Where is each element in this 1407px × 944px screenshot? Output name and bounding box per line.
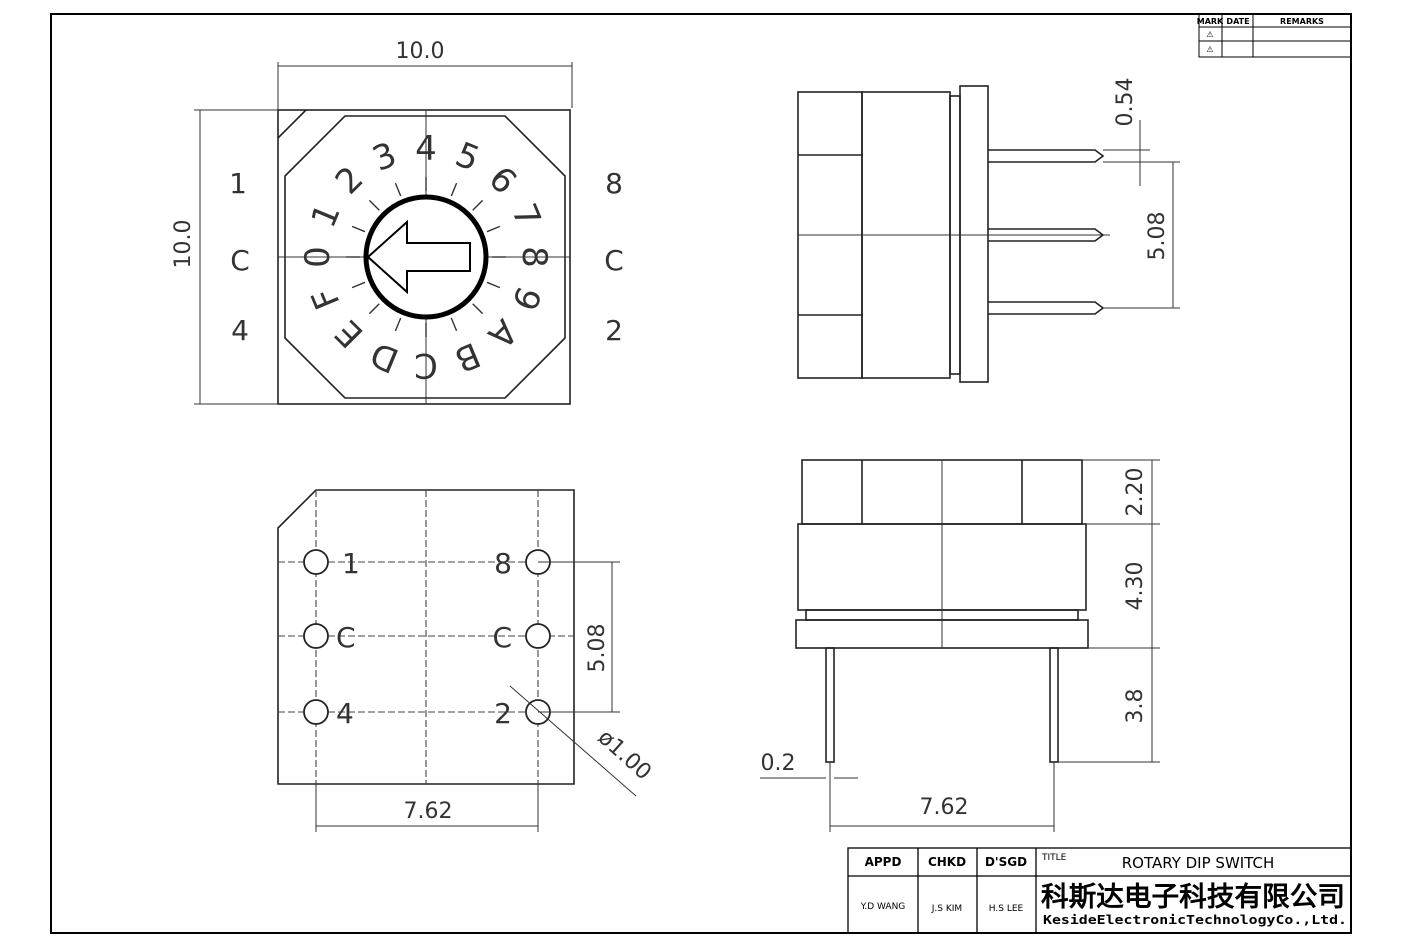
top-left-pin-4: 4 [231, 314, 249, 347]
bottom-pitch-vertical-dim: 5.08 [585, 624, 610, 673]
title-block-title-label: TITLE [1041, 853, 1067, 863]
dial-label-9: 9 [503, 281, 548, 316]
title-block-chkd-label: CHKD [928, 855, 966, 869]
dial-tick [486, 225, 501, 233]
dial-label-f: F [304, 282, 348, 315]
top-width-dim: 10.0 [396, 39, 445, 64]
dial-label-e: E [328, 312, 371, 355]
front-pin-width-dim: 0.2 [761, 751, 796, 776]
rev-header-date: DATE [1226, 17, 1249, 26]
dial-label-4: 4 [415, 129, 437, 169]
title-block-dsgd-label: D'SGD [985, 855, 1027, 869]
top-height-dim: 10.0 [171, 220, 196, 269]
rev-mark-1-icon: ⚠ [1206, 30, 1213, 39]
bottom-left-pin-4: 4 [336, 697, 354, 730]
front-knob-height-dim: 2.20 [1123, 468, 1148, 517]
dial-label-2: 2 [328, 159, 372, 203]
dial-label-6: 6 [481, 159, 525, 203]
dial-tick [394, 182, 402, 197]
dial-tick [450, 317, 458, 332]
bottom-right-pin-2: 2 [494, 697, 512, 730]
rev-header-mark: MARK [1197, 17, 1224, 26]
title-block-appd-label: APPD [865, 855, 902, 869]
dial-label-7: 7 [503, 198, 548, 233]
top-right-pin-2: 2 [605, 314, 623, 347]
bottom-right-pin-c: C [492, 621, 512, 654]
side-pin-pitch-dim: 5.08 [1145, 212, 1170, 261]
dial-tick [472, 303, 484, 315]
dial-label-0: 0 [298, 246, 338, 268]
dial-label-a: A [480, 311, 525, 356]
company-name-en: KesideElectronicTechnologyCo.,Ltd. [1043, 912, 1347, 927]
dial-label-d: D [365, 333, 405, 380]
bottom-left-pin-c: C [336, 621, 356, 654]
dial-tick [351, 225, 366, 233]
side-pin-thickness-dim: 0.54 [1113, 78, 1138, 127]
dial-tick [486, 281, 501, 289]
bottom-hole-diameter-dim: ø1.00 [593, 725, 656, 785]
front-view: 2.20 4.30 3.8 0.2 7.62 [760, 459, 1160, 832]
title-block-chkd-name: J.S KIM [931, 904, 962, 914]
dial-label-5: 5 [450, 135, 485, 180]
title-block-appd-name: Y.D WANG [860, 902, 906, 912]
dial-tick [368, 303, 380, 315]
top-right-pin-c: C [604, 244, 624, 277]
knob-ring [363, 194, 489, 320]
drawing-border [50, 13, 1352, 934]
arrow-icon [366, 219, 471, 295]
dial-label-3: 3 [367, 135, 402, 180]
dial-label-8: 8 [514, 246, 554, 268]
side-view: 0.54 5.08 [797, 78, 1180, 383]
dial-tick [368, 199, 380, 211]
bottom-pitch-horizontal-dim: 7.62 [404, 799, 453, 824]
top-right-pin-8: 8 [605, 167, 623, 200]
rev-mark-2-icon: ⚠ [1206, 45, 1213, 54]
front-body-height-dim: 4.30 [1123, 562, 1148, 611]
dial-label-c: C [414, 345, 438, 385]
title-block-dsgd-name: H.S LEE [989, 904, 1024, 914]
dial-tick [472, 199, 484, 211]
front-pin-length-dim: 3.8 [1123, 689, 1148, 724]
top-left-pin-1: 1 [229, 167, 247, 200]
dial-tick [351, 281, 366, 289]
title-block [847, 847, 1352, 934]
dial-tick [450, 182, 458, 197]
title-block-title: ROTARY DIP SWITCH [1122, 854, 1274, 872]
bottom-left-pin-1: 1 [342, 547, 360, 580]
dial-ticks [346, 177, 506, 337]
dial-label-b: B [449, 334, 486, 380]
bottom-right-pin-8: 8 [494, 547, 512, 580]
dial-label-1: 1 [304, 198, 349, 233]
top-left-pin-c: C [230, 244, 250, 277]
front-pin-spacing-dim: 7.62 [920, 795, 969, 820]
bottom-view: 1 C 4 8 C 2 5.08 ø1.00 7.62 [277, 489, 656, 832]
rev-header-remarks: REMARKS [1280, 17, 1324, 26]
company-name-cn: 科斯达电子科技有限公司 [1041, 882, 1345, 913]
dial-tick [394, 317, 402, 332]
revision-table [1198, 13, 1352, 58]
